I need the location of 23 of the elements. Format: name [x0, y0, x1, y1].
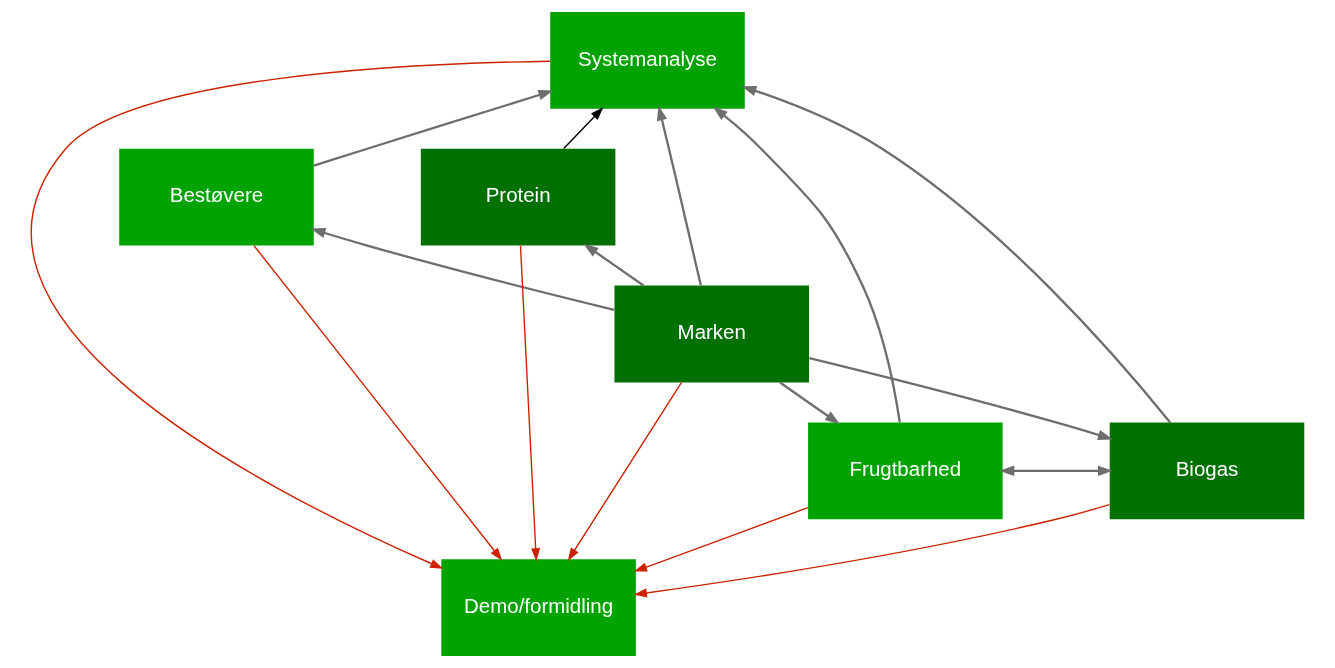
arrow	[567, 381, 683, 561]
arrow	[999, 465, 1113, 477]
arrow	[30, 60, 551, 569]
node-box: Biogas	[1109, 422, 1305, 520]
arrow	[310, 228, 615, 311]
arrow	[253, 245, 503, 561]
arrow	[656, 105, 702, 286]
node-box: Systemanalyse	[550, 11, 745, 109]
arrow	[779, 381, 840, 425]
arrow	[809, 357, 1113, 440]
arrow	[519, 245, 541, 562]
node-box: Frugtbarhed	[808, 422, 1003, 520]
node-box: Demo/formidling	[441, 559, 636, 657]
arrow	[313, 90, 554, 167]
arrow	[741, 85, 1172, 424]
node-box: Marken	[614, 285, 809, 383]
arrow	[712, 106, 901, 423]
arrow	[563, 107, 604, 150]
node-box: Protein	[420, 148, 616, 246]
arrow	[633, 503, 1111, 598]
arrow	[583, 243, 645, 287]
arrow	[634, 506, 809, 572]
node-box: Bestøvere	[119, 148, 314, 246]
